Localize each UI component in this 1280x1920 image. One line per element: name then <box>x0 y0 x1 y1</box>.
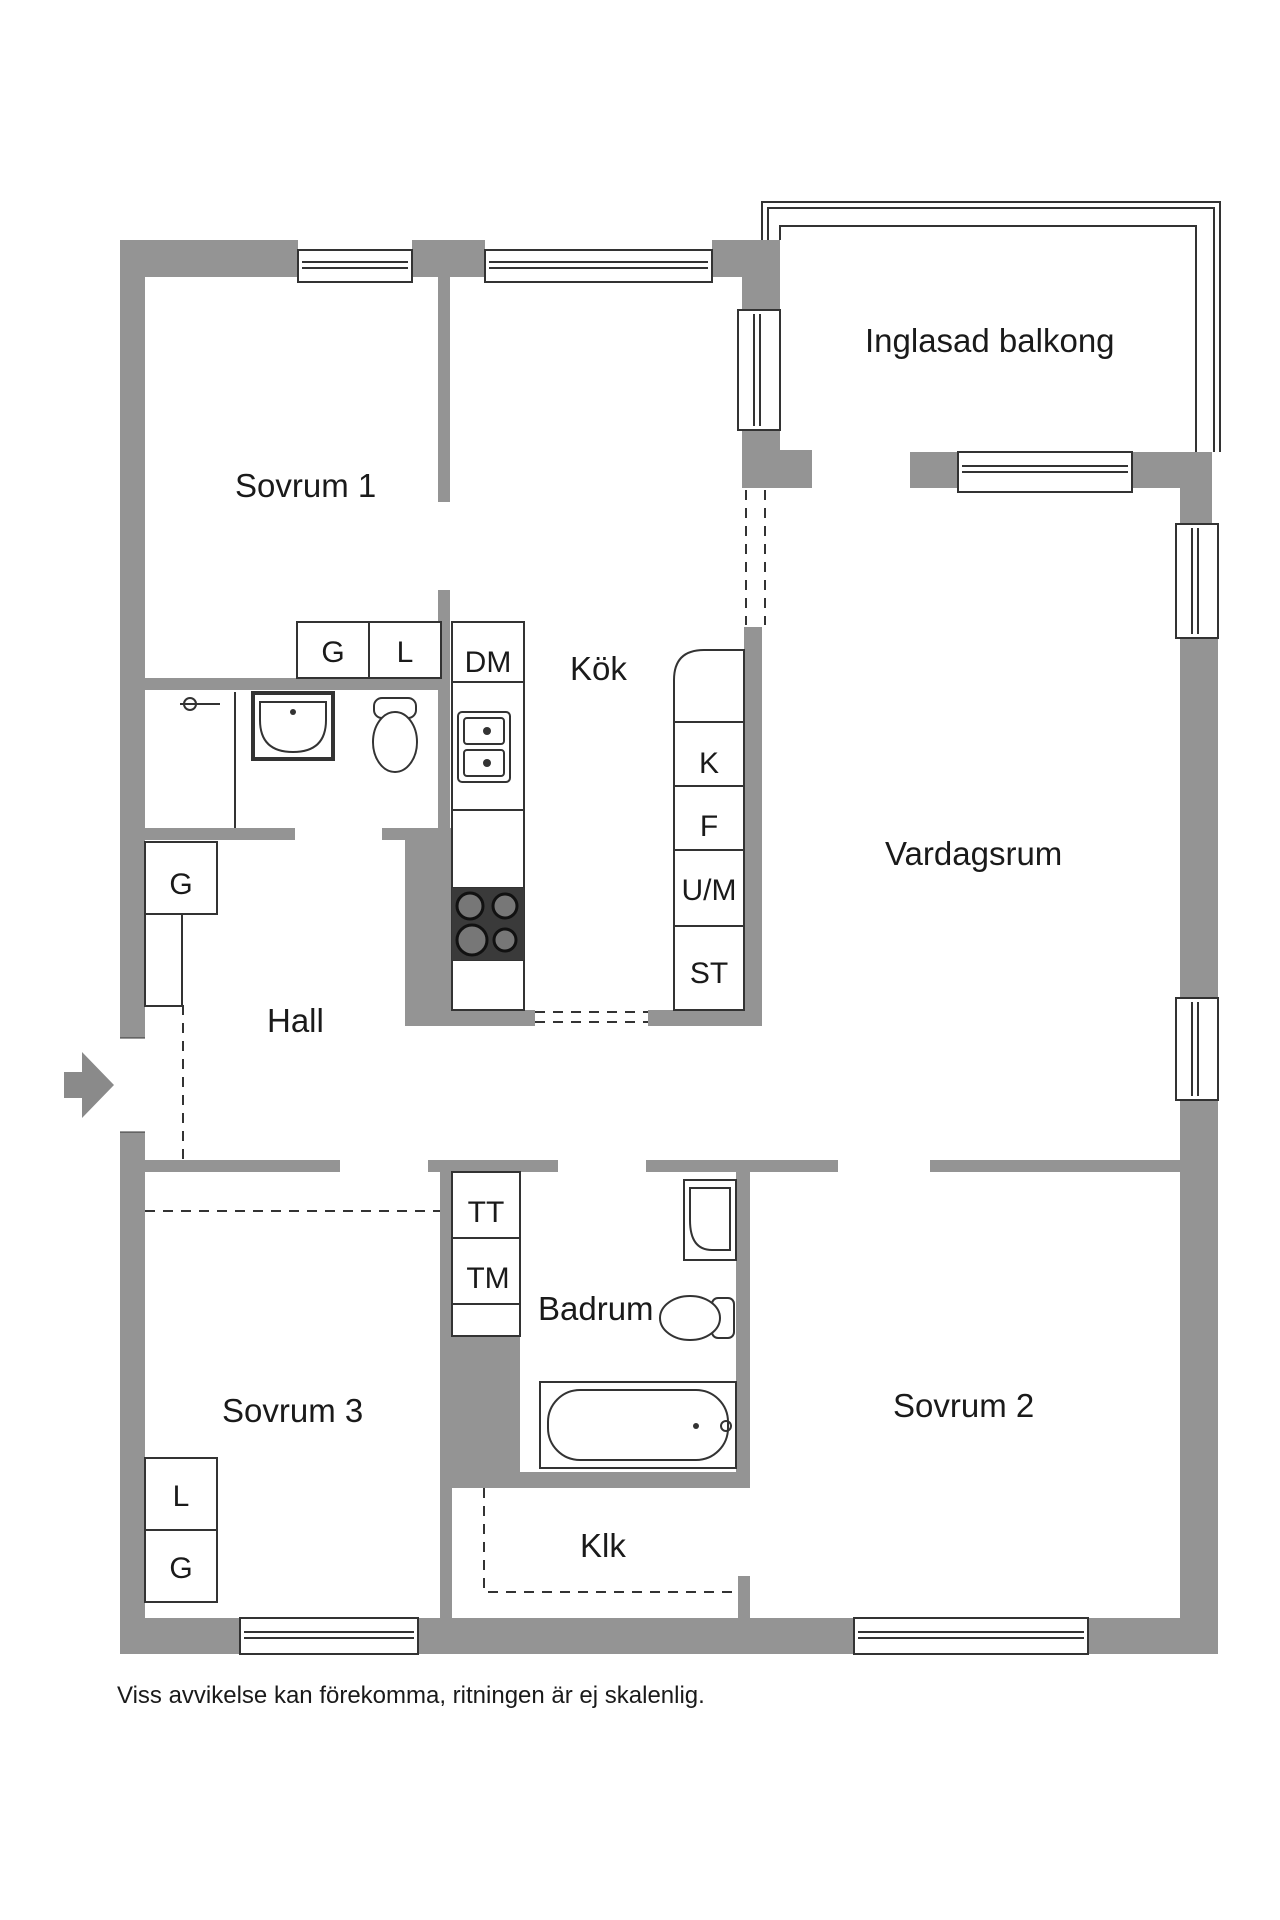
bath-toilet-icon <box>659 1295 735 1341</box>
entrance-arrow-icon <box>64 1052 114 1118</box>
washer-label: TM <box>466 1262 509 1295</box>
wc-sink-icon <box>253 693 333 759</box>
room-label-sovrum3: Sovrum 3 <box>222 1392 363 1429</box>
closet-label: L <box>173 1480 190 1513</box>
freezer-label: F <box>700 810 718 843</box>
disclaimer-note: Viss avvikelse kan förekomma, ritningen … <box>117 1682 705 1709</box>
room-label-klk: Klk <box>580 1527 626 1564</box>
kitchen-sink-icon <box>457 711 511 783</box>
shower-icon <box>180 692 236 828</box>
room-label-hall: Hall <box>267 1002 324 1039</box>
fixtures <box>180 692 737 1469</box>
bathtub-icon <box>539 1381 737 1469</box>
room-label-balkong: Inglasad balkong <box>865 322 1115 359</box>
dryer-label: TT <box>468 1196 505 1229</box>
room-label-sovrum1: Sovrum 1 <box>235 467 376 504</box>
walls <box>120 240 1218 1654</box>
cabinets <box>144 621 745 1603</box>
entrance <box>120 1037 145 1133</box>
room-label-sovrum2: Sovrum 2 <box>893 1387 1034 1424</box>
windows <box>239 249 1219 1655</box>
fridge-label: K <box>699 747 719 780</box>
balcony-glazing <box>761 201 1221 452</box>
oven-microwave-label: U/M <box>682 874 737 907</box>
room-label-vardagsrum: Vardagsrum <box>885 835 1062 872</box>
fixture-labels: G L DM K F U/M ST G TT TM L G <box>169 636 736 1585</box>
dishwasher-label: DM <box>465 646 512 679</box>
wc-toilet-icon <box>372 697 418 773</box>
closet-label: L <box>397 636 414 669</box>
hall-closet-label: G <box>169 868 192 901</box>
room-label-badrum: Badrum <box>538 1290 654 1327</box>
room-labels: Sovrum 1 Kök Inglasad balkong Vardagsrum… <box>222 322 1115 1564</box>
closet-label: G <box>169 1552 192 1585</box>
room-label-kok: Kök <box>570 650 627 687</box>
storage-label: ST <box>690 957 728 990</box>
bath-sink-icon <box>683 1179 737 1261</box>
closet-label: G <box>321 636 344 669</box>
